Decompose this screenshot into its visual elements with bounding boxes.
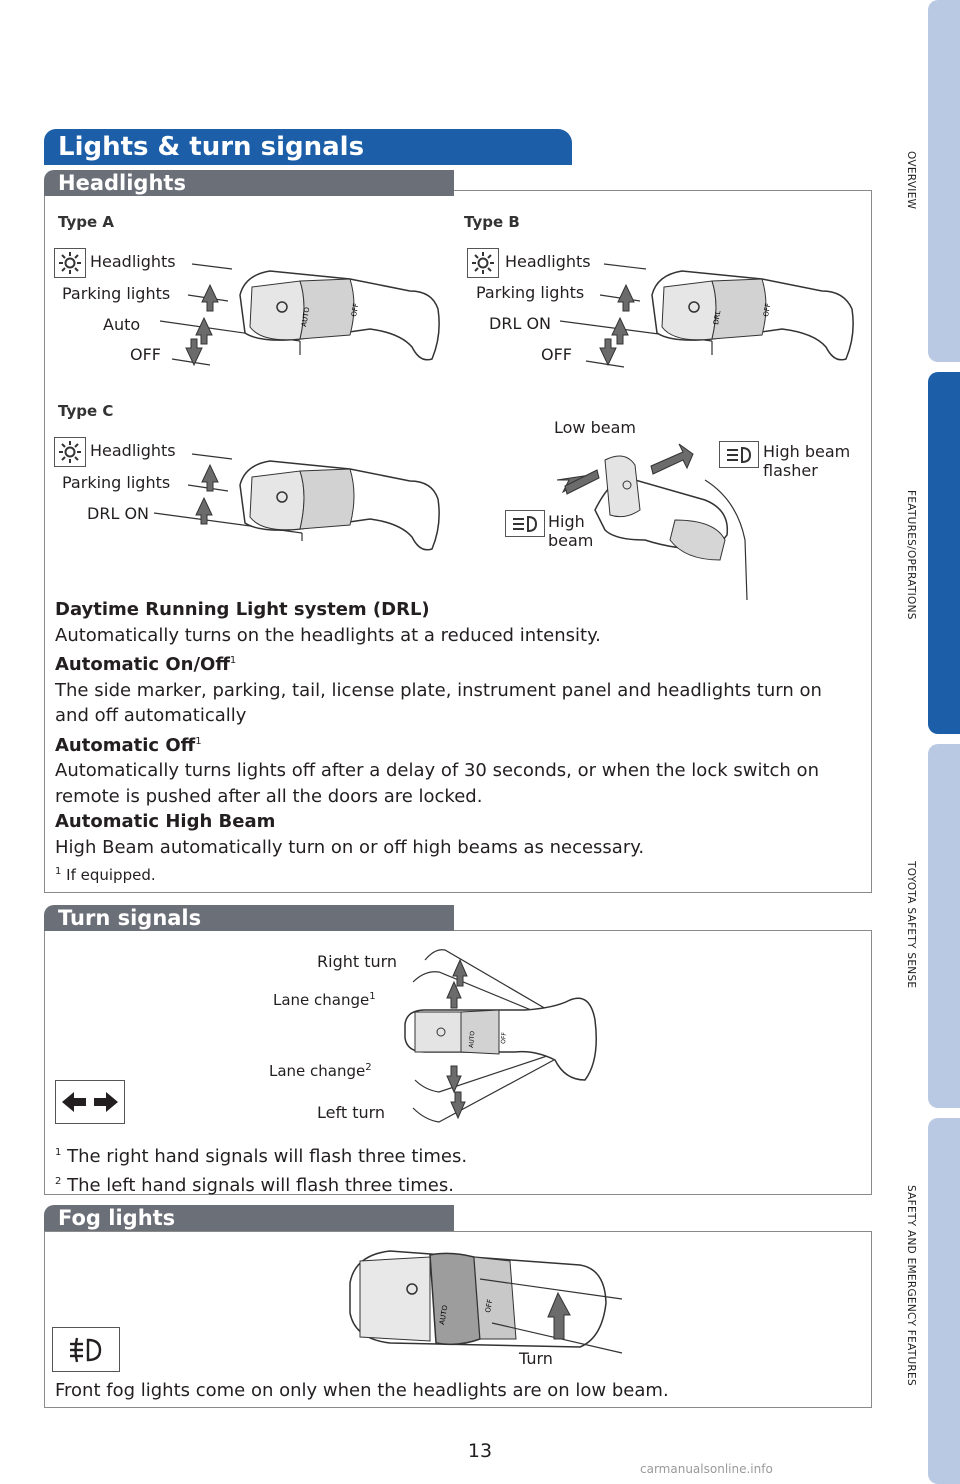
side-label-overview: OVERVIEW bbox=[905, 151, 917, 209]
turn-note-1-text: The right hand signals will flash three … bbox=[67, 1146, 467, 1167]
drl-heading: Daytime Running Light system (DRL) bbox=[55, 599, 430, 620]
headlights-footnote: 1 If equipped. bbox=[55, 866, 156, 884]
type-b-drl: DRL ON bbox=[489, 314, 551, 333]
auto-off-heading: Automatic Off bbox=[55, 735, 195, 756]
turn-signal-icon bbox=[55, 1080, 125, 1124]
type-a-switch-diagram: AUTO OFF bbox=[150, 255, 450, 380]
turn-note-1: 1 The right hand signals will flash thre… bbox=[55, 1140, 655, 1169]
fog-turn-label: Turn bbox=[519, 1349, 553, 1368]
type-c-drl: DRL ON bbox=[87, 504, 149, 523]
lane-change-1-label: Lane change1 bbox=[273, 991, 376, 1009]
auto-on-off-heading: Automatic On/Off bbox=[55, 654, 230, 675]
footnote-mark: 1 bbox=[55, 866, 61, 877]
turn-signal-lever-diagram: AUTO OFF bbox=[395, 940, 610, 1130]
right-turn-label: Right turn bbox=[317, 952, 397, 971]
lane-change-2-label: Lane change2 bbox=[269, 1062, 372, 1080]
side-label-features: FEATURES/OPERATIONS bbox=[905, 490, 917, 620]
lane-change-1-text: Lane change bbox=[273, 991, 369, 1009]
auto-on-off-sup: 1 bbox=[230, 655, 236, 666]
turn-note-1-mark: 1 bbox=[55, 1147, 61, 1158]
lane-change-2-text: Lane change bbox=[269, 1062, 365, 1080]
type-a-auto: Auto bbox=[103, 315, 140, 334]
auto-on-off-text: The side marker, parking, tail, license … bbox=[55, 678, 845, 729]
turn-note-2: 2 The left hand signals will flash three… bbox=[55, 1169, 655, 1198]
watermark: carmanualsonline.info bbox=[640, 1462, 773, 1476]
auto-high-beam-text: High Beam automatically turn on or off h… bbox=[55, 835, 855, 861]
headlight-indicator-icon-a bbox=[54, 248, 86, 278]
turn-signal-notes: 1 The right hand signals will flash thre… bbox=[55, 1140, 655, 1198]
auto-off-text: Automatically turns lights off after a d… bbox=[55, 758, 845, 809]
fog-description: Front fog lights come on only when the h… bbox=[55, 1378, 855, 1404]
fog-lights-heading: Fog lights bbox=[44, 1205, 454, 1231]
turn-note-2-mark: 2 bbox=[55, 1176, 61, 1187]
side-tab-overview[interactable] bbox=[928, 0, 960, 362]
type-c-label: Type C bbox=[58, 402, 113, 420]
auto-high-beam-heading: Automatic High Beam bbox=[55, 811, 275, 832]
side-tab-emergency[interactable] bbox=[928, 1118, 960, 1484]
page-number: 13 bbox=[0, 1440, 960, 1462]
lane-change-1-sup: 1 bbox=[369, 991, 375, 1002]
side-tab-safety-sense[interactable] bbox=[928, 744, 960, 1108]
side-tab-features[interactable] bbox=[928, 372, 960, 734]
fog-lever-diagram: AUTO OFF bbox=[340, 1243, 630, 1373]
side-label-emergency: SAFETY AND EMERGENCY FEATURES bbox=[905, 1185, 917, 1386]
type-a-label: Type A bbox=[58, 213, 114, 231]
drl-text: Automatically turns on the headlights at… bbox=[55, 623, 855, 649]
low-beam-label: Low beam bbox=[554, 418, 636, 437]
left-turn-label: Left turn bbox=[317, 1103, 385, 1122]
type-b-label: Type B bbox=[464, 213, 520, 231]
headlights-heading: Headlights bbox=[44, 170, 454, 196]
lane-change-2-sup: 2 bbox=[365, 1062, 371, 1073]
auto-off-sup: 1 bbox=[195, 736, 201, 747]
turn-note-2-text: The left hand signals will flash three t… bbox=[67, 1175, 454, 1196]
beam-lever-diagram bbox=[555, 440, 760, 600]
high-beam-flasher-label-1: High beam bbox=[763, 442, 850, 461]
turn-off-mark: OFF bbox=[500, 1031, 508, 1044]
high-beam-icon bbox=[505, 510, 545, 537]
headlight-indicator-icon-c bbox=[54, 437, 86, 467]
type-c-switch-diagram bbox=[150, 445, 450, 565]
type-b-switch-diagram: DRL OFF bbox=[560, 255, 870, 380]
turn-signals-heading: Turn signals bbox=[44, 905, 454, 931]
footnote-text: If equipped. bbox=[66, 866, 155, 884]
turn-auto-mark: AUTO bbox=[468, 1030, 476, 1048]
page-title: Lights & turn signals bbox=[44, 129, 572, 165]
headlights-description: Daytime Running Light system (DRL) Autom… bbox=[55, 597, 855, 860]
side-label-safety-sense: TOYOTA SAFETY SENSE bbox=[905, 861, 917, 988]
high-beam-flasher-label-2: flasher bbox=[763, 461, 818, 480]
fog-light-icon bbox=[52, 1327, 120, 1372]
headlight-indicator-icon-b bbox=[467, 248, 499, 278]
